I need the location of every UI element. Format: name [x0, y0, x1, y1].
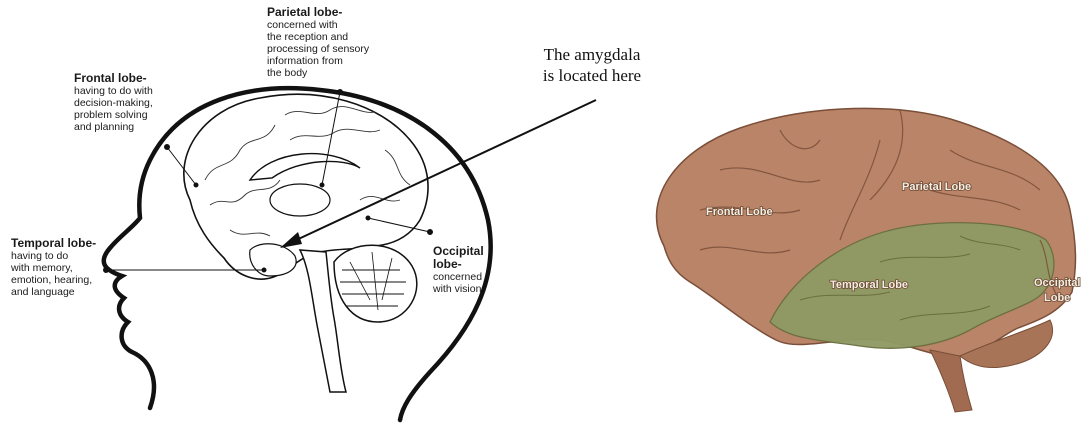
lateral-parietal-label: Parietal Lobe [902, 181, 971, 193]
cerebellum [334, 245, 417, 322]
frontal-desc-line: decision-making, [74, 97, 153, 109]
parietal-desc-line: the body [267, 67, 369, 79]
occipital-desc-line: concerned [433, 271, 484, 283]
parietal-desc-line: information from [267, 55, 369, 67]
occipital-lobe-title: lobe- [433, 258, 484, 271]
lateral-occipital-label-2: Lobe [1044, 292, 1070, 304]
parietal-lobe-title: Parietal lobe- [267, 6, 369, 19]
frontal-desc-line: problem solving [74, 109, 153, 121]
lateral-occipital-label-1: Occipital [1034, 277, 1080, 289]
frontal-desc-line: and planning [74, 121, 153, 133]
temporal-desc-line: with memory, [11, 262, 96, 274]
lateral-temporal-label: Temporal Lobe [830, 279, 908, 291]
temporal-desc-line: emotion, hearing, [11, 274, 96, 286]
amygdala-callout-line: The amygdala [528, 44, 656, 65]
frontal-desc-line: having to do with [74, 85, 153, 97]
temporal-desc-line: having to do [11, 250, 96, 262]
lateral-frontal-label: Frontal Lobe [706, 206, 773, 218]
lateral-brain: Frontal Lobe Parietal Lobe Temporal Lobe… [657, 108, 1081, 412]
parietal-lobe-label: Parietal lobe- concerned with the recept… [267, 6, 369, 79]
temporal-lobe-label: Temporal lobe- having to do with memory,… [11, 237, 96, 298]
parietal-desc-line: concerned with [267, 19, 369, 31]
amygdala-callout-line: is located here [528, 65, 656, 86]
amygdala-callout: The amygdala is located here [528, 44, 656, 86]
occipital-desc-line: with vision [433, 283, 484, 295]
parietal-desc-line: the reception and [267, 31, 369, 43]
frontal-lobe-label: Frontal lobe- having to do with decision… [74, 72, 153, 133]
occipital-lobe-label: Occipital lobe- concerned with vision [433, 245, 484, 295]
temporal-lobe-title: Temporal lobe- [11, 237, 96, 250]
parietal-desc-line: processing of sensory [267, 43, 369, 55]
frontal-lobe-title: Frontal lobe- [74, 72, 153, 85]
temporal-desc-line: and language [11, 286, 96, 298]
